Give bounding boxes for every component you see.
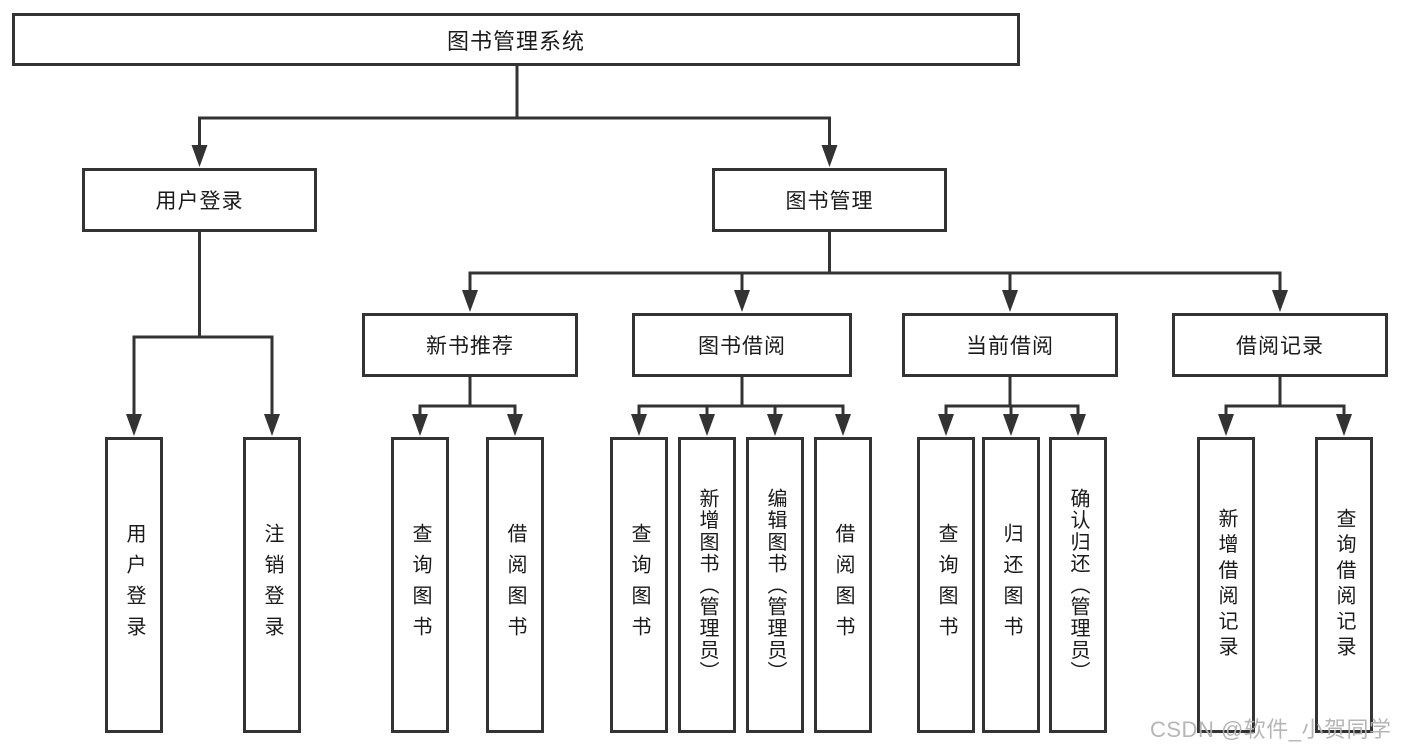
leaf-user-login-label: 用户登录	[123, 523, 145, 647]
arrow-down-icon	[821, 145, 838, 167]
node-user-login: 用户登录	[82, 168, 317, 232]
arrow-down-icon	[1272, 290, 1288, 312]
leaf-query-borrow-record: 查询借阅记录	[1315, 437, 1373, 733]
arrow-down-icon	[699, 414, 715, 436]
leaf-borrow-books-label: 借阅图书	[832, 523, 854, 647]
leaf-confirm-return-admin-label: 确认归还（管理员）	[1067, 487, 1089, 683]
node-borrow-records-label: 借阅记录	[1236, 335, 1324, 358]
leaf-query-books-current: 查询图书	[917, 437, 975, 733]
leaf-edit-book-admin-label: 编辑图书（管理员）	[764, 487, 786, 683]
arrow-down-icon	[767, 414, 783, 436]
leaf-query-books-current-label: 查询图书	[935, 523, 957, 647]
node-new-book-recommend-label: 新书推荐	[426, 335, 514, 358]
node-current-borrow: 当前借阅	[902, 313, 1118, 377]
connector-borrow-records	[1224, 375, 1346, 420]
node-book-management-label: 图书管理	[785, 190, 874, 213]
arrow-down-icon	[835, 414, 851, 436]
watermark-text: CSDN @软件_小贺同学	[1150, 717, 1392, 742]
leaf-query-books-recommend-label: 查询图书	[409, 523, 431, 647]
leaf-query-books-borrow-label: 查询图书	[628, 523, 650, 647]
arrow-down-icon	[938, 414, 954, 436]
leaf-borrow-books: 借阅图书	[814, 437, 872, 733]
arrow-down-icon	[1218, 414, 1234, 436]
leaf-confirm-return-admin: 确认归还（管理员）	[1049, 437, 1107, 733]
arrow-down-icon	[126, 414, 142, 436]
leaf-add-book-admin: 新增图书（管理员）	[678, 437, 736, 733]
arrow-down-icon	[734, 290, 750, 312]
leaf-query-books-borrow: 查询图书	[610, 437, 668, 733]
leaf-return-book-label: 归还图书	[1000, 523, 1022, 647]
leaf-add-borrow-record: 新增借阅记录	[1197, 437, 1255, 733]
arrow-down-icon	[1002, 290, 1018, 312]
node-root-label: 图书管理系统	[446, 28, 585, 54]
node-current-borrow-label: 当前借阅	[966, 335, 1054, 358]
leaf-edit-book-admin: 编辑图书（管理员）	[746, 437, 804, 733]
leaf-query-borrow-record-label: 查询借阅记录	[1333, 508, 1355, 662]
connector-current-borrow	[944, 375, 1080, 420]
leaf-borrow-books-recommend-label: 借阅图书	[504, 523, 526, 647]
connector-user-login	[132, 230, 274, 420]
arrow-down-icon	[1336, 414, 1352, 436]
node-book-management: 图书管理	[712, 168, 947, 232]
arrow-down-icon	[191, 145, 208, 167]
connector-book-management	[468, 230, 1282, 297]
arrow-down-icon	[1070, 414, 1086, 436]
node-book-borrow-label: 图书借阅	[698, 335, 786, 358]
node-book-borrow: 图书借阅	[632, 313, 852, 377]
arrow-down-icon	[462, 290, 478, 312]
leaf-add-book-admin-label: 新增图书（管理员）	[696, 487, 718, 683]
connector-new-book	[418, 375, 517, 420]
connector-root	[198, 64, 831, 152]
leaf-return-book: 归还图书	[982, 437, 1040, 733]
connector-book-borrow	[637, 375, 845, 420]
arrow-down-icon	[1003, 414, 1019, 436]
node-borrow-records: 借阅记录	[1172, 313, 1388, 377]
leaf-logout-label: 注销登录	[261, 523, 283, 647]
node-new-book-recommend: 新书推荐	[362, 313, 578, 377]
leaf-logout: 注销登录	[243, 437, 301, 733]
node-user-login-label: 用户登录	[155, 190, 244, 213]
arrow-down-icon	[631, 414, 647, 436]
leaf-borrow-books-recommend: 借阅图书	[486, 437, 544, 733]
arrow-down-icon	[264, 414, 280, 436]
leaf-user-login: 用户登录	[105, 437, 163, 733]
leaf-query-books-recommend: 查询图书	[391, 437, 449, 733]
arrow-down-icon	[412, 414, 428, 436]
arrow-down-icon	[507, 414, 523, 436]
leaf-add-borrow-record-label: 新增借阅记录	[1215, 508, 1237, 662]
node-root: 图书管理系统	[12, 13, 1020, 66]
